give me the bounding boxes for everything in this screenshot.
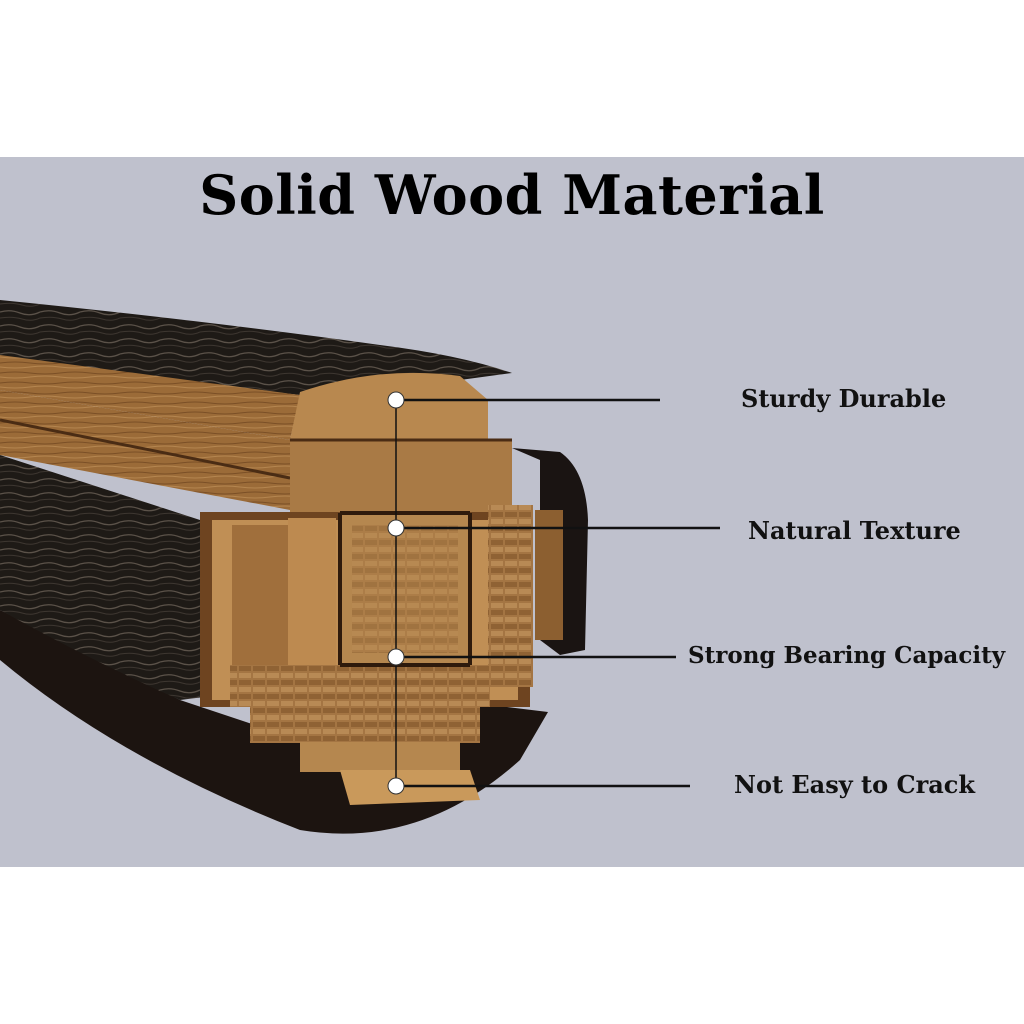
end-top-board [290, 372, 488, 440]
feature-label-natural-texture: Natural Texture [748, 516, 961, 545]
callout-dot-1 [387, 519, 405, 537]
callout-dot-0 [387, 391, 405, 409]
page-title: Solid Wood Material [199, 163, 825, 227]
end-right-slats [488, 505, 533, 687]
end-lower-slats [230, 665, 490, 707]
upper-plank-body [0, 355, 300, 440]
top-bark-strip [0, 300, 512, 395]
feature-label-sturdy-durable: Sturdy Durable [741, 384, 947, 413]
callout-dot-3 [387, 777, 405, 795]
left-bark-side [0, 455, 260, 700]
feature-label-not-easy-to-crack: Not Easy to Crack [734, 770, 976, 799]
end-upper-board [290, 440, 512, 512]
callout-dot-2 [387, 648, 405, 666]
feature-label-strong-bearing-capacity: Strong Bearing Capacity [688, 642, 1006, 669]
